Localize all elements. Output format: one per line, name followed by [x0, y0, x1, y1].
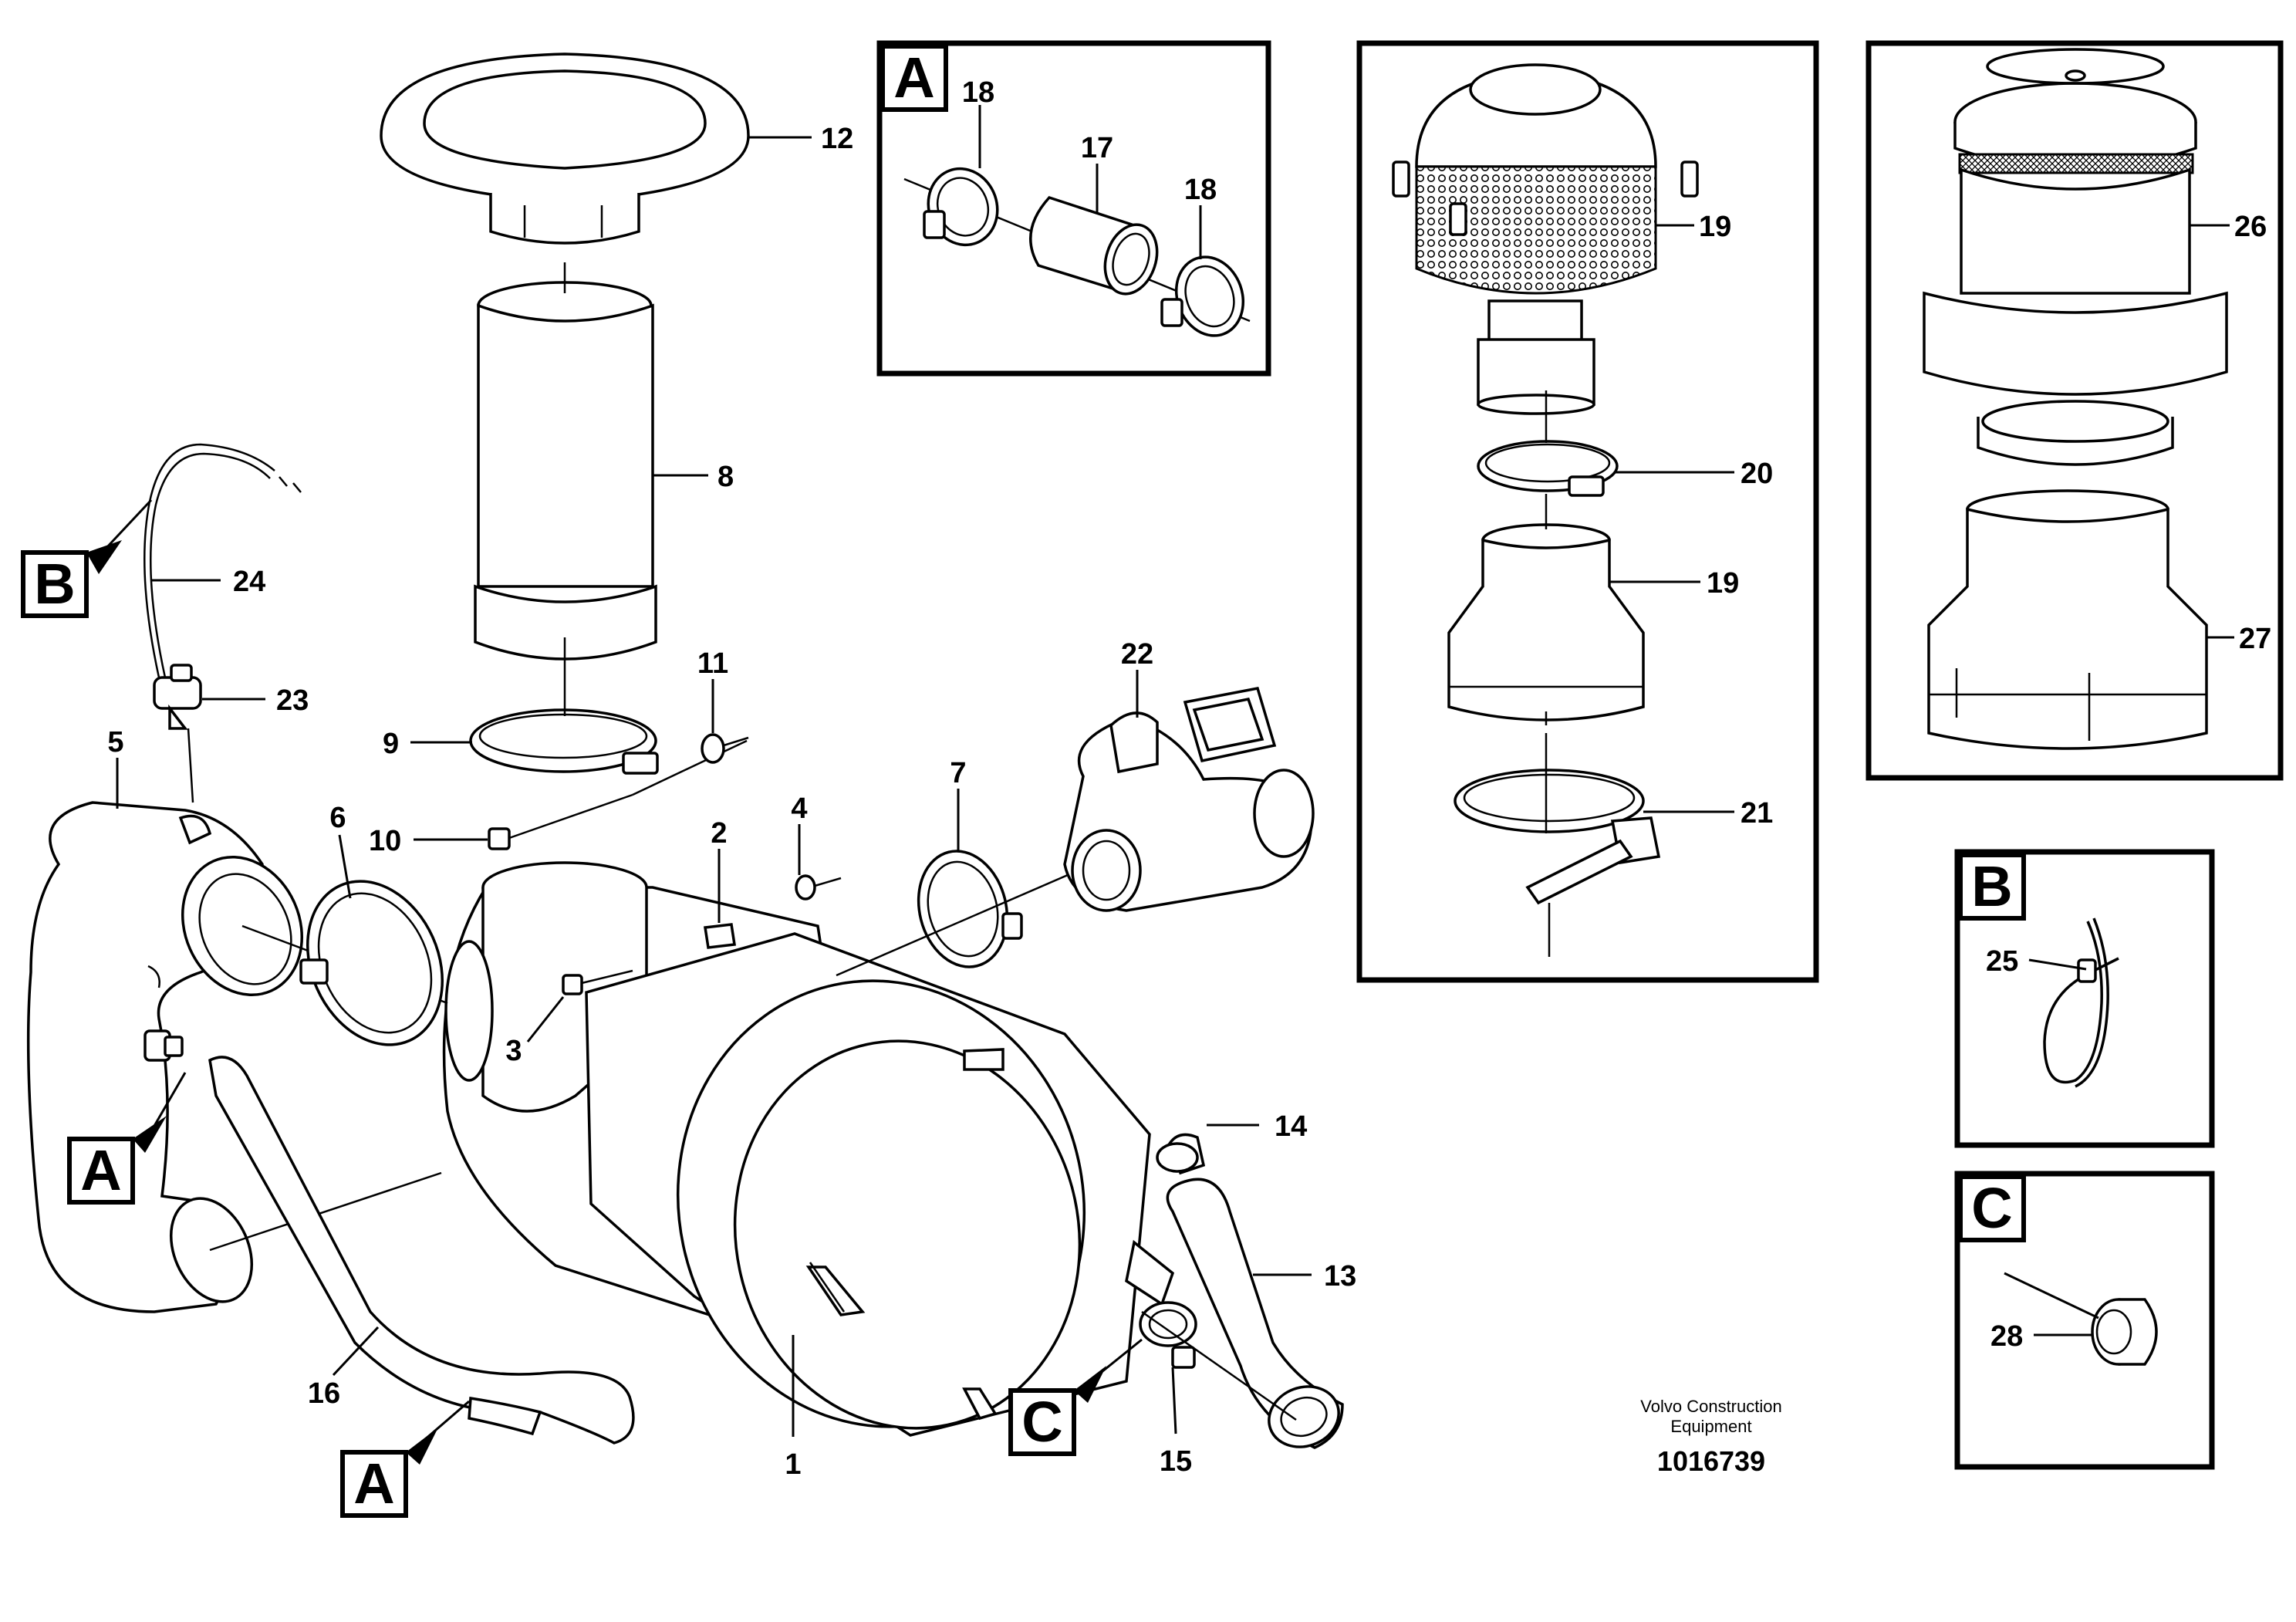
- filter-leaders: [2190, 224, 2234, 639]
- inset-b-tag: B: [1958, 853, 2026, 921]
- label-7: 7: [950, 757, 966, 789]
- label-20: 20: [1741, 458, 1773, 490]
- label-18-left: 18: [962, 76, 994, 109]
- label-23: 23: [276, 684, 309, 717]
- inset-b-frame: [1954, 849, 2215, 1148]
- label-1: 1: [785, 1448, 801, 1481]
- precleaner-leaders: [1609, 224, 1734, 813]
- document-caption: Volvo Construction Equipment 1016739: [1640, 1397, 1781, 1477]
- svg-text:A: A: [893, 46, 934, 110]
- label-16: 16: [308, 1377, 340, 1410]
- caption-line-2: Equipment: [1670, 1417, 1751, 1436]
- inset-a-parts: [903, 167, 1251, 337]
- label-28: 28: [1990, 1320, 2023, 1353]
- label-19-top: 19: [1699, 211, 1731, 243]
- inset-a-tag: A: [880, 44, 948, 112]
- svg-text:A: A: [353, 1451, 394, 1516]
- ref-a-hose-bottom: A: [340, 1400, 470, 1518]
- label-24: 24: [233, 566, 265, 598]
- leader-16: [332, 1326, 380, 1377]
- intake-pipe-part: [474, 262, 657, 671]
- leader-28-guide: [2004, 1272, 2099, 1320]
- inset-c-frame: [1954, 1171, 2215, 1470]
- label-12: 12: [821, 123, 853, 155]
- clamp-6-part: [299, 880, 444, 1046]
- bolt-10-part: [488, 739, 748, 850]
- label-26: 26: [2234, 211, 2267, 243]
- label-5: 5: [107, 726, 123, 759]
- label-21: 21: [1741, 797, 1773, 830]
- label-18-right: 18: [1184, 174, 1217, 206]
- label-2: 2: [711, 817, 727, 850]
- precleaner-icon: [1392, 63, 1699, 957]
- clamp-9-part: [469, 671, 659, 775]
- ref-c-clamp: C: [1008, 1338, 1143, 1456]
- label-10: 10: [369, 825, 401, 857]
- elbow-5-part: [26, 801, 448, 1313]
- label-8: 8: [718, 461, 734, 493]
- label-14: 14: [1275, 1110, 1307, 1143]
- bolt-3-part: [562, 969, 633, 995]
- air-cleaner-housing-icon: [442, 861, 1175, 1437]
- filter-parts: [1923, 48, 2228, 750]
- svg-text:C: C: [1971, 1176, 2012, 1240]
- cable-tie-part: [2043, 917, 2119, 1088]
- inset-precleaner-frame: [1356, 40, 1819, 983]
- label-11: 11: [697, 647, 728, 680]
- drawing-number: 1016739: [1657, 1445, 1765, 1477]
- inset-filter-frame: [1866, 40, 2284, 781]
- label-3: 3: [505, 1035, 522, 1067]
- leader-25: [2028, 958, 2087, 971]
- clamp-7-part: [836, 850, 1104, 977]
- label-4: 4: [791, 792, 807, 825]
- svg-text:A: A: [80, 1138, 121, 1202]
- label-9: 9: [383, 728, 399, 760]
- label-25: 25: [1986, 945, 2018, 978]
- svg-text:C: C: [1021, 1390, 1062, 1454]
- label-15: 15: [1160, 1445, 1192, 1478]
- label-6: 6: [329, 802, 346, 834]
- label-27: 27: [2239, 623, 2271, 655]
- ref-a-hose-top: A: [67, 1072, 187, 1205]
- leader-15: [1171, 1367, 1177, 1434]
- washer-11-part: [701, 733, 749, 764]
- hose-13-part: [1139, 1133, 1344, 1449]
- inset-c-tag: C: [1958, 1174, 2026, 1242]
- turbocharger-icon: [1063, 686, 1315, 912]
- label-13: 13: [1324, 1260, 1356, 1293]
- clip-2-part: [703, 923, 737, 949]
- caption-line-1: Volvo Construction: [1640, 1397, 1781, 1416]
- cap-part: [2091, 1298, 2158, 1366]
- label-17: 17: [1081, 132, 1113, 164]
- ref-b-sensor: B: [21, 498, 153, 618]
- label-19-bottom: 19: [1707, 567, 1739, 600]
- washer-4-part: [795, 874, 842, 901]
- sensor-23-part: [144, 443, 302, 803]
- rain-cap-part: [380, 52, 750, 245]
- svg-text:B: B: [34, 552, 75, 616]
- leader-6: [338, 834, 352, 899]
- label-22: 22: [1121, 638, 1153, 671]
- inset-a-leaders: [978, 105, 1202, 259]
- svg-text:B: B: [1971, 854, 2012, 918]
- hose-16-part: [144, 1029, 635, 1445]
- leader-3: [526, 996, 565, 1042]
- inset-a-frame: [876, 40, 1271, 377]
